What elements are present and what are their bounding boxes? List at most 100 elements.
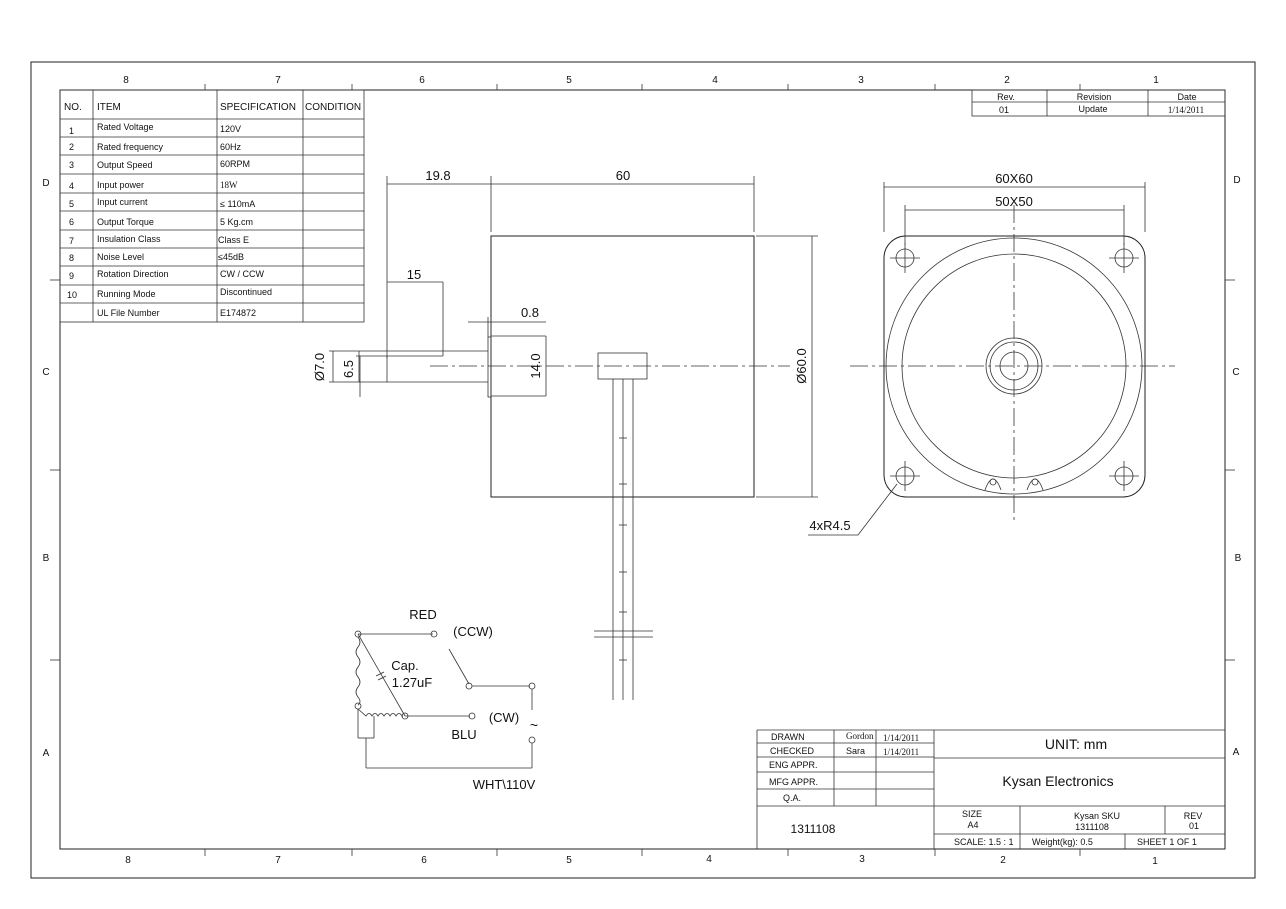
spec-row-no: 3 xyxy=(69,160,74,170)
weight-label: Weight(kg): 0.5 xyxy=(1032,837,1093,847)
spec-row-item: Running Mode xyxy=(97,289,156,299)
qa-label: Q.A. xyxy=(783,793,801,803)
spec-header-condition: CONDITION xyxy=(305,102,361,113)
revision-header: Revision xyxy=(1077,92,1112,102)
spec-row-item: UL File Number xyxy=(97,308,160,318)
spec-row-item: Insulation Class xyxy=(97,234,161,244)
zone-col-label: 8 xyxy=(125,855,131,866)
spec-header-no: NO. xyxy=(64,102,82,113)
spec-row-item: Noise Level xyxy=(97,252,144,262)
unit-label: UNIT: mm xyxy=(1045,736,1107,752)
checked-by: Sara xyxy=(846,746,865,756)
sku-value: 1311108 xyxy=(1075,822,1109,832)
wire-red-label: RED xyxy=(409,607,436,622)
zone-row-label: A xyxy=(1233,747,1240,758)
sku-label: Kysan SKU xyxy=(1074,811,1120,821)
drawn-by: Gordon xyxy=(846,731,874,741)
zone-col-label: 3 xyxy=(858,75,864,86)
zone-row-label: D xyxy=(1233,175,1240,186)
spec-row-no: 8 xyxy=(69,253,74,263)
date-value: 1/14/2011 xyxy=(1168,105,1204,115)
spec-table: NO. ITEM SPECIFICATION CONDITION 1 Rated… xyxy=(59,89,365,323)
zone-row-label: D xyxy=(42,178,49,189)
company-name: Kysan Electronics xyxy=(1002,773,1113,789)
zone-col-label: 2 xyxy=(1004,75,1010,86)
dim-hole-pitch: 50X50 xyxy=(995,194,1033,209)
zone-row-label: C xyxy=(1232,367,1239,378)
ccw-label: (CCW) xyxy=(453,624,493,639)
zone-col-label: 3 xyxy=(859,854,865,865)
motor-front-view: 60X60 50X50 4xR4.5 xyxy=(808,171,1175,536)
spec-row-spec: E174872 xyxy=(220,308,256,318)
spec-row-spec: CW / CCW xyxy=(220,269,264,279)
checked-date: 1/14/2011 xyxy=(883,747,919,757)
dim-body-length: 60 xyxy=(616,168,630,183)
spec-row-item: Output Torque xyxy=(97,217,154,227)
dim-shaft-diameter: Ø7.0 xyxy=(312,353,327,381)
date-header: Date xyxy=(1177,92,1196,102)
capacitor-value: 1.27uF xyxy=(392,675,433,690)
spec-row-no: 4 xyxy=(69,181,74,191)
dim-frame-size: 60X60 xyxy=(995,171,1033,186)
wiring-diagram: RED (CCW) Cap. 1.27uF BLU (CW) ~ WHT\110… xyxy=(354,607,538,792)
spec-row-item: Rotation Direction xyxy=(97,269,169,279)
spec-row-no: 6 xyxy=(69,217,74,227)
zone-row-label: B xyxy=(43,553,50,564)
spec-row-spec: 120V xyxy=(220,124,241,134)
drawn-date: 1/14/2011 xyxy=(883,733,919,743)
dim-hole-callout: 4xR4.5 xyxy=(809,518,850,533)
dim-boss-diameter: 14.0 xyxy=(528,353,543,378)
spec-row-no: 2 xyxy=(69,142,74,152)
eng-appr-label: ENG APPR. xyxy=(769,760,818,770)
spec-row-spec: Class E xyxy=(218,235,249,245)
inner-border xyxy=(59,89,1226,850)
spec-row-item: Output Speed xyxy=(97,160,153,170)
spec-row-spec: 60Hz xyxy=(220,142,242,152)
rev-value-block: 01 xyxy=(1189,821,1199,831)
dim-body-diameter: Ø60.0 xyxy=(794,348,809,383)
mfg-appr-label: MFG APPR. xyxy=(769,777,818,787)
zone-col-label: 7 xyxy=(275,855,281,866)
spec-row-no: 1 xyxy=(69,126,74,136)
spec-row-spec: Discontinued xyxy=(220,287,272,297)
sheet-label: SHEET 1 OF 1 xyxy=(1137,837,1197,847)
zone-col-label: 1 xyxy=(1152,856,1158,867)
spec-row-spec: ≤ 110mA xyxy=(220,199,255,209)
spec-row-item: Input current xyxy=(97,197,148,207)
rev-header: Rev. xyxy=(997,92,1015,102)
zone-row-label: C xyxy=(42,367,49,378)
spec-row-spec: 18W xyxy=(220,180,238,190)
supply-label: WHT\110V xyxy=(473,777,536,792)
revision-table: Rev. Revision Date 01 Update 1/14/2011 xyxy=(971,89,1226,117)
checked-label: CHECKED xyxy=(770,746,815,756)
zone-col-label: 4 xyxy=(712,75,718,86)
dim-flange-thickness: 0.8 xyxy=(521,305,539,320)
zone-col-label: 2 xyxy=(1000,855,1006,866)
revision-value: Update xyxy=(1078,104,1107,114)
rev-value: 01 xyxy=(999,105,1009,115)
spec-row-no: 9 xyxy=(69,271,74,281)
drawn-label: DRAWN xyxy=(771,732,805,742)
outer-border xyxy=(30,61,1256,879)
zone-col-label: 5 xyxy=(566,855,572,866)
spec-row-no: 5 xyxy=(69,199,74,209)
spec-row-no: 10 xyxy=(67,290,77,300)
spec-row-spec: 60RPM xyxy=(220,159,250,169)
rev-label: REV xyxy=(1184,811,1203,821)
zone-col-label: 6 xyxy=(421,855,427,866)
spec-row-spec: ≤45dB xyxy=(218,252,244,262)
spec-row-item: Input power xyxy=(97,180,144,190)
zone-col-label: 5 xyxy=(566,75,572,86)
dim-shaft-length: 19.8 xyxy=(425,168,450,183)
motor-side-view: 19.8 60 15 0.8 Ø7.0 6.5 14.0 Ø60.0 xyxy=(312,168,818,700)
zone-col-label: 7 xyxy=(275,75,281,86)
title-block: DRAWN Gordon 1/14/2011 CHECKED Sara 1/14… xyxy=(756,729,1225,849)
scale-label: SCALE: 1.5 : 1 xyxy=(954,837,1014,847)
zone-col-label: 4 xyxy=(706,854,712,865)
spec-header-spec: SPECIFICATION xyxy=(220,102,296,113)
part-number: 1311108 xyxy=(791,822,836,836)
zone-col-label: 1 xyxy=(1153,75,1159,86)
size-value: A4 xyxy=(967,820,978,830)
dim-flat-length: 15 xyxy=(407,267,421,282)
